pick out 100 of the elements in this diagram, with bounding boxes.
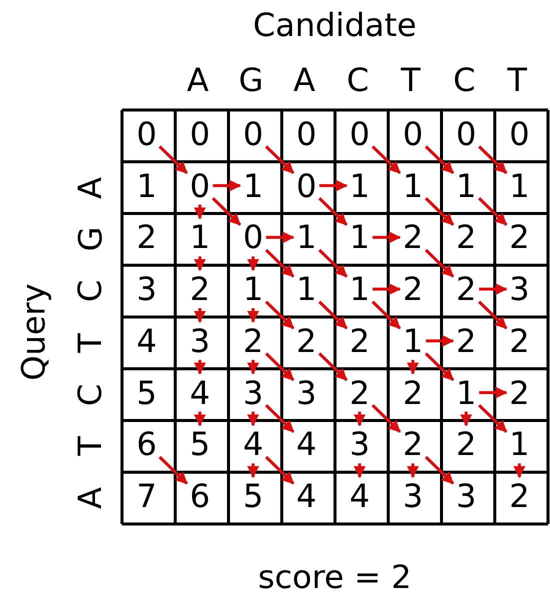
matrix-value: 5 (240, 477, 266, 516)
matrix-value: 0 (506, 114, 532, 153)
matrix-value: 2 (453, 425, 480, 464)
arrow (478, 404, 508, 433)
arrow (424, 352, 454, 382)
arrow (478, 197, 508, 226)
matrix-value: 1 (346, 218, 373, 256)
arrow (158, 145, 188, 174)
arrow (424, 197, 454, 226)
matrix-value: 3 (453, 477, 480, 516)
matrix-value: 0 (186, 166, 213, 205)
arrow (372, 145, 401, 174)
matrix-value: 0 (293, 114, 320, 153)
matrix-value: 1 (186, 218, 213, 256)
matrix-value: 0 (134, 114, 160, 153)
arrow (247, 308, 260, 323)
matrix-value: 0 (186, 114, 213, 153)
arrow (194, 412, 206, 426)
matrix-value: 3 (134, 270, 160, 308)
matrix-value: 3 (186, 322, 213, 360)
matrix-value: 1 (453, 374, 480, 412)
matrix-value: 1 (240, 166, 266, 205)
matrix-value: 4 (293, 425, 320, 464)
arrow (318, 352, 348, 382)
matrix-value: 7 (134, 477, 160, 516)
matrix-value: 2 (506, 218, 532, 256)
arrow (372, 283, 401, 296)
arrow (318, 197, 348, 226)
matrix-value: 2 (240, 322, 266, 360)
arrow (406, 360, 419, 375)
matrix-value: 1 (134, 166, 160, 205)
arrow (319, 180, 348, 192)
matrix-value: 1 (240, 270, 266, 308)
matrix-value: 1 (453, 166, 480, 205)
arrow (265, 404, 294, 433)
arrow (194, 256, 206, 272)
arrow (265, 145, 294, 174)
matrix-value: 2 (186, 270, 213, 308)
matrix-value: 4 (293, 477, 320, 516)
arrow (479, 386, 508, 399)
arrow (265, 456, 294, 485)
matrix-value: 6 (186, 477, 213, 516)
matrix-value: 3 (506, 270, 532, 308)
matrix-value: 2 (293, 322, 320, 360)
arrow (354, 463, 366, 478)
matrix-value: 1 (293, 270, 320, 308)
arrow (318, 300, 348, 330)
arrow (424, 248, 454, 278)
matrix-value: 2 (400, 270, 426, 308)
matrix-value: 4 (134, 322, 160, 360)
matrix-value: 1 (293, 218, 320, 256)
matrix-value: 4 (240, 425, 266, 464)
arrow (406, 463, 419, 478)
arrow (266, 231, 294, 244)
matrix-value: 2 (506, 477, 532, 516)
matrix-value: 3 (400, 477, 426, 516)
matrix-value: 3 (346, 425, 373, 464)
matrix-value: 1 (400, 322, 426, 360)
arrow (479, 283, 508, 296)
matrix-value: 2 (400, 374, 426, 412)
arrow (426, 334, 454, 347)
matrix-value: 2 (453, 270, 480, 308)
sequence-letter: T (70, 333, 109, 353)
arrow (424, 456, 454, 485)
matrix-value: 2 (453, 322, 480, 360)
matrix-value: 2 (506, 374, 532, 412)
arrow (424, 145, 454, 174)
matrix-value: 0 (293, 166, 320, 205)
arrow (212, 180, 242, 192)
arrow (372, 231, 401, 244)
sequence-letter: A (293, 61, 316, 99)
arrow (158, 456, 188, 485)
arrow (318, 248, 348, 278)
matrix-value: 0 (453, 114, 480, 153)
matrix-value: 4 (186, 374, 213, 412)
sequence-letter: C (453, 61, 476, 99)
arrow (247, 256, 260, 272)
arrow (354, 412, 366, 426)
axis-title: Candidate (253, 6, 417, 44)
matrix-value: 2 (346, 374, 373, 412)
matrix-value: 2 (506, 322, 532, 360)
matrix-value: 0 (240, 218, 266, 256)
matrix-value: 1 (346, 166, 373, 205)
sequence-letter: A (70, 176, 109, 199)
sequence-letter: T (400, 61, 420, 99)
matrix-value: 4 (346, 477, 373, 516)
arrow (194, 360, 206, 375)
arrow (194, 204, 206, 220)
sequence-letter: T (507, 61, 527, 99)
matrix-value: 1 (506, 425, 532, 464)
arrow (478, 300, 508, 330)
matrix-value: 2 (346, 322, 373, 360)
matrix-value: 5 (186, 425, 213, 464)
matrix-value: 2 (453, 218, 480, 256)
sequence-letter: G (70, 226, 109, 252)
arrow (265, 352, 294, 382)
arrow (194, 308, 206, 323)
score-caption: score = 2 (258, 558, 412, 595)
arrow (247, 463, 260, 478)
sequence-letter: A (70, 487, 109, 510)
